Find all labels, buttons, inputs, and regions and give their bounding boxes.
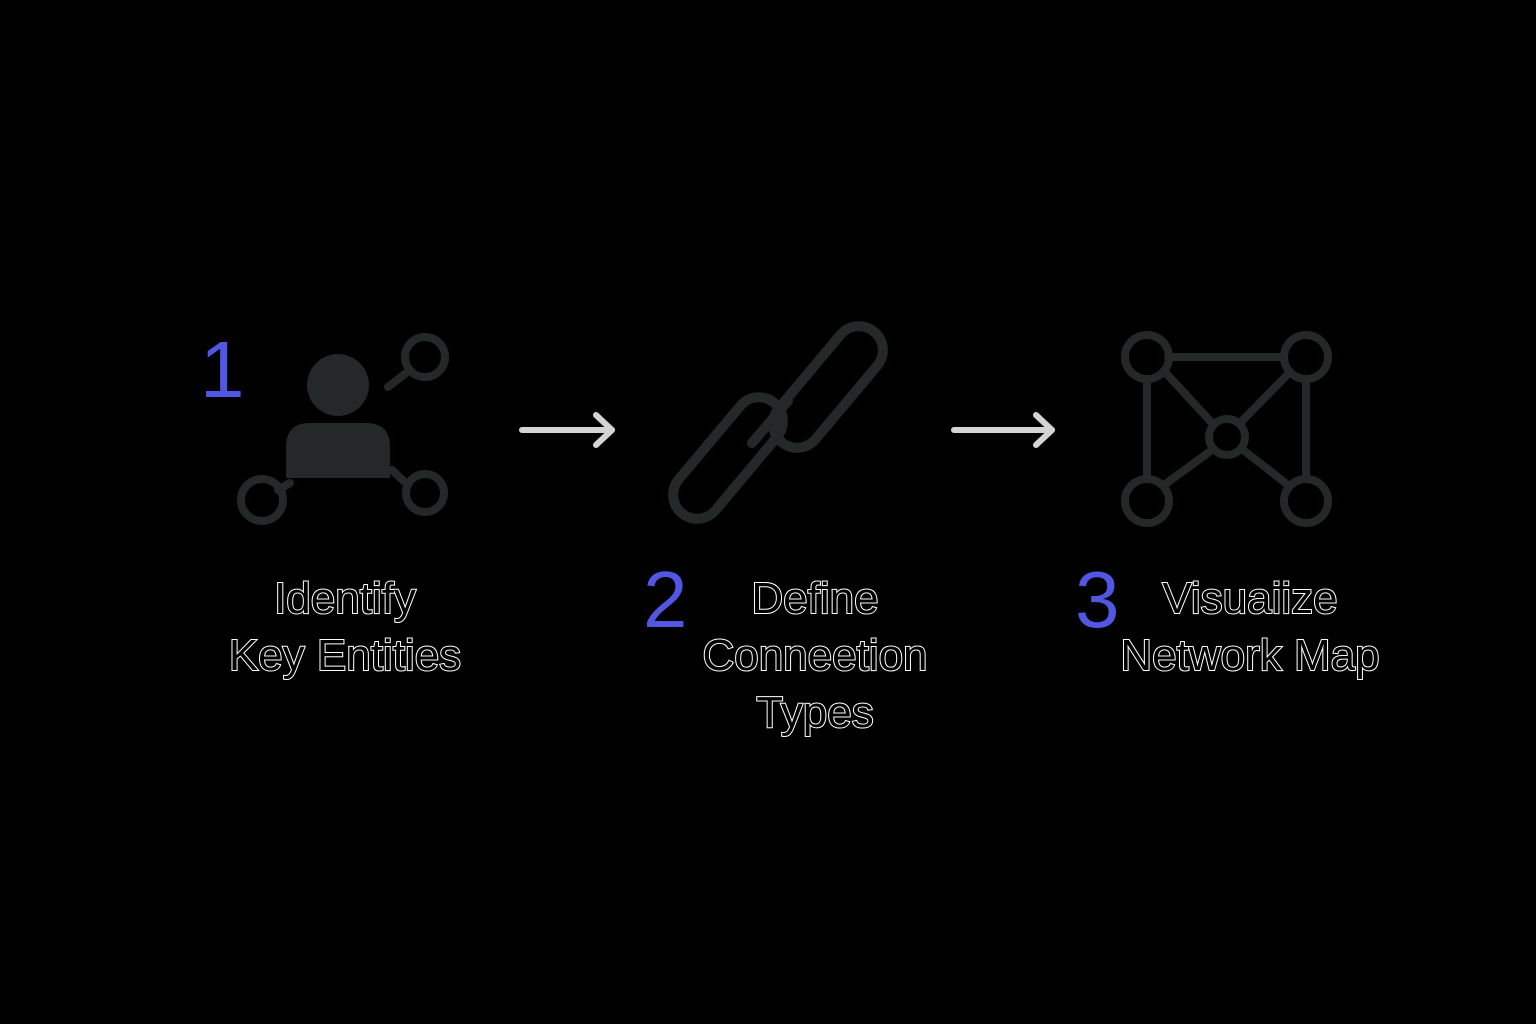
step-1-label-line-2: Key Entities (228, 630, 462, 681)
step-3-label: Visuaiize Network Map (1100, 570, 1400, 684)
chain-link-icon (668, 321, 888, 524)
step-1-label: Identify Key Entities (195, 570, 495, 684)
step-2-label-line-1: Define (750, 573, 879, 624)
step-1-label-line-1: Identify (273, 573, 417, 624)
step-2-label-line-3: Types (755, 687, 874, 738)
network-graph-icon (1110, 325, 1350, 540)
step-2-number: 2 (643, 555, 688, 644)
step-3-label-line-2: Network Map (1119, 630, 1380, 681)
step-1-number: 1 (200, 325, 245, 414)
step-3-number: 3 (1075, 555, 1120, 644)
arrow-right-icon (950, 410, 1060, 450)
step-2-label: Define Conneetion Types (665, 570, 965, 741)
step-2-label-line-2: Conneetion (701, 630, 928, 681)
person-network-icon (230, 325, 460, 535)
arrow-right-icon (518, 410, 618, 450)
step-3-label-line-1: Visuaiize (1161, 573, 1338, 624)
